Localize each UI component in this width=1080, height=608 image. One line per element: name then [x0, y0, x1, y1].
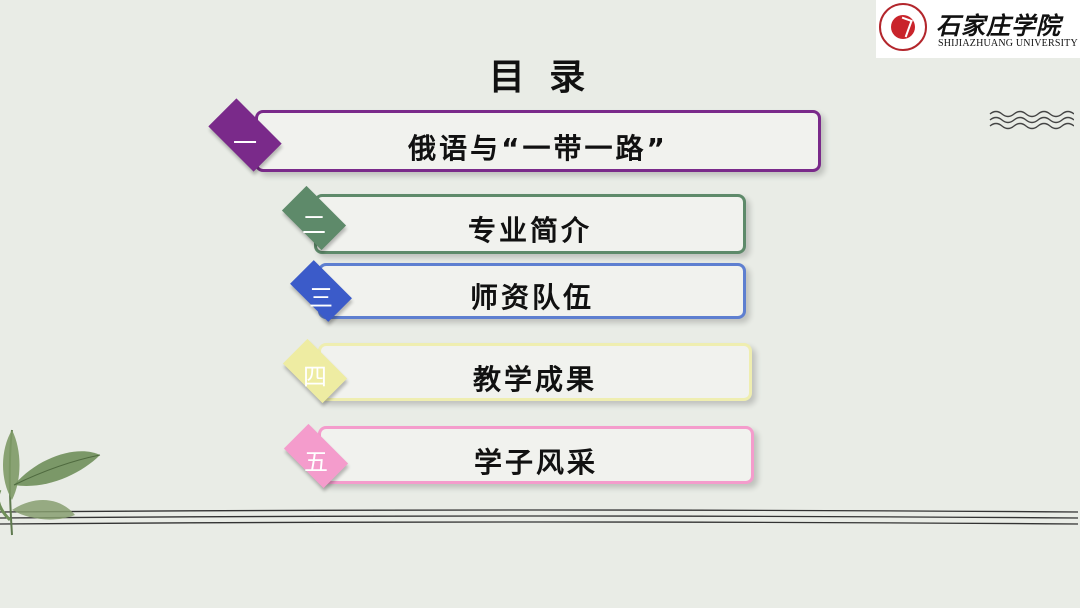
menu-item-number: 一 [233, 129, 257, 157]
menu-item-label: 俄语与“一带一路” [408, 132, 668, 165]
menu-item-number: 五 [304, 448, 328, 476]
menu-item-bar: 专业简介 [314, 194, 746, 254]
menu-item-label: 师资队伍 [469, 281, 594, 314]
menu-item-number: 三 [309, 284, 333, 312]
menu-item-label: 教学成果 [472, 363, 597, 396]
menu-item-bar: 俄语与“一带一路” [255, 110, 821, 172]
menu-item-number: 二 [302, 211, 326, 239]
wave-decoration-icon [989, 110, 1074, 130]
page-title: 目 录 [488, 57, 592, 98]
logo-english-name: SHIJIAZHUANG UNIVERSITY [938, 38, 1078, 49]
bottom-lines-decoration [0, 509, 1079, 525]
logo-chinese-name: 石家庄学院 [936, 11, 1061, 40]
menu-item-bar: 教学成果 [318, 343, 752, 401]
menu-item-bar: 师资队伍 [318, 263, 746, 319]
university-logo: 石家庄学院 SHIJIAZHUANG UNIVERSITY [876, 0, 1080, 58]
menu-item-number: 四 [303, 363, 327, 391]
menu-item-label: 专业简介 [467, 214, 592, 247]
university-emblem-icon [879, 3, 927, 51]
leaf-plant-icon [0, 429, 101, 536]
menu-item-bar: 学子风采 [318, 426, 754, 484]
menu-item-label: 学子风采 [473, 446, 598, 479]
